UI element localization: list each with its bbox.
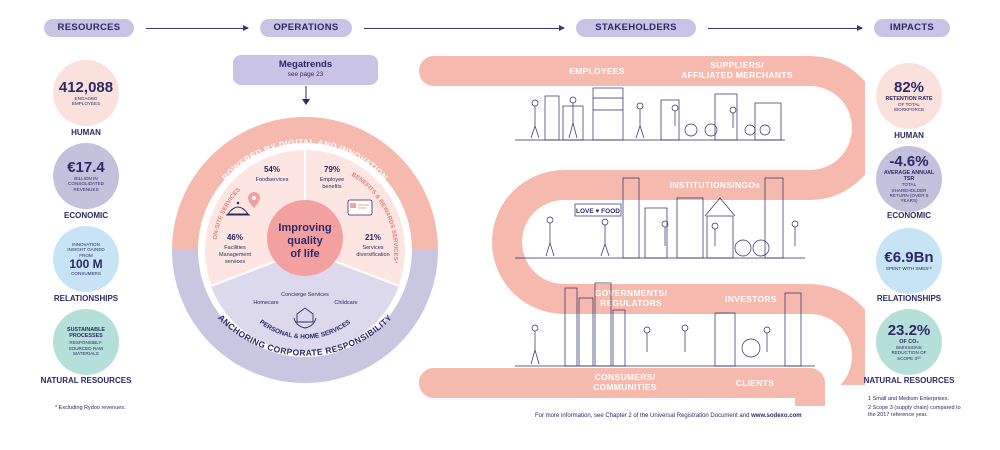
operations-wheel: Improving quality of life POWERED BY DIG… <box>172 117 438 383</box>
impact-human-circle: 82% RETENTION RATE OF TOTAL WORKFORCE <box>876 63 942 129</box>
benefits-pct: 79% <box>324 165 340 174</box>
impact-human-value: 82% <box>893 78 925 96</box>
more-info-note: For more information, see Chapter 2 of t… <box>535 413 865 420</box>
facilities-label-1: Facilities <box>224 245 246 251</box>
resource-economic-circle: €17.4 BILLION IN CONSOLIDATED REVENUES <box>53 143 119 209</box>
impact-natural-sub: OF CO₂ <box>899 338 919 345</box>
stakeholder-employees: EMPLOYEES <box>569 66 625 76</box>
resource-human-value: 412,088 <box>58 78 114 96</box>
concierge-label: Concierge Services <box>281 292 329 298</box>
arrow-operations-stakeholders <box>364 25 565 31</box>
resource-natural-sub: RESPONSIBLY-SOURCED RAW MATERIALS <box>68 340 104 357</box>
personal-home-segment <box>211 250 399 352</box>
diversification-label-2: diversification <box>356 252 389 258</box>
impact-economic-label: ECONOMIC <box>887 211 931 220</box>
impact-natural-label: NATURAL RESOURCES <box>863 376 955 385</box>
stakeholder-governments-1: GOVERNMENTS/ <box>595 288 668 298</box>
city-illustration-1 <box>515 87 785 141</box>
center-line-3: of life <box>290 248 319 260</box>
center-line-1: Improving <box>278 222 331 234</box>
megatrends-box: Megatrends see page 23 <box>233 55 378 85</box>
benefits-label-2: benefits <box>322 184 342 190</box>
facilities-pct: 46% <box>227 233 243 242</box>
impact-economic-circle: -4.6% AVERAGE ANNUAL TSR TOTAL SHAREHOLD… <box>876 146 942 212</box>
resource-human-sub: ENGAGED EMPLOYEES <box>71 95 101 106</box>
megatrends-sub: see page 23 <box>287 71 324 78</box>
ring-top-segment <box>172 117 438 250</box>
stakeholder-consumers-2: COMMUNITIES <box>593 382 657 392</box>
stakeholder-suppliers-2: AFFILIATED MERCHANTS <box>681 70 793 80</box>
impact-human-label: HUMAN <box>894 131 924 140</box>
love-food-sign: LOVE ♥ FOOD <box>574 203 622 217</box>
stakeholder-consumers-1: CONSUMERS/ <box>595 372 656 382</box>
diversification-pct: 21% <box>365 233 381 242</box>
homecare-label: Homecare <box>253 300 278 306</box>
impact-relationships-circle: €6.9Bn SPENT WITH SMEs⁽¹⁾ <box>876 228 942 294</box>
more-info-prefix: For more information, see Chapter 2 of t… <box>535 413 752 419</box>
location-pin-icon <box>248 192 260 208</box>
facilities-label-3: services <box>225 259 245 265</box>
center-circle <box>267 200 343 276</box>
center-line-2: quality <box>287 235 323 247</box>
stakeholder-suppliers-1: SUPPLIERS/ <box>710 60 764 70</box>
facilities-label-2: Management <box>219 252 252 258</box>
resource-relationships-sub: CONSUMERS <box>71 270 101 276</box>
foodservices-label: Foodservices <box>256 177 289 183</box>
hands-home-icon <box>293 307 317 329</box>
resource-human-circle: 412,088 ENGAGED EMPLOYEES <box>53 60 119 126</box>
megatrends-title: Megatrends <box>278 59 333 70</box>
resource-relationships-pre: INNOVATION INSIGHT GAINED FROM <box>67 241 105 258</box>
cloche-icon <box>226 201 250 216</box>
resource-relationships-value: 100 M <box>69 256 103 271</box>
stakeholder-institutions: INSTITUTIONS/NGOs <box>670 180 761 190</box>
resource-natural-circle: SUSTAINABLE PROCESSES RESPONSIBLY-SOURCE… <box>53 309 119 375</box>
resource-relationships-label: RELATIONSHIPS <box>53 294 119 303</box>
city-illustration-2 <box>515 177 805 259</box>
ring-bottom-segment <box>172 250 438 383</box>
love-food-text: LOVE ♥ FOOD <box>576 208 620 215</box>
header-operations: OPERATIONS <box>260 19 352 37</box>
stakeholder-investors: INVESTORS <box>725 294 777 304</box>
resource-economic-value: €17.4 <box>67 158 105 176</box>
stakeholders-path: EMPLOYEES SUPPLIERS/ AFFILIATED MERCHANT… <box>415 56 865 406</box>
impacts-footnote-1: 1 Small and Medium Enterprises. <box>868 396 950 402</box>
resource-economic-sub: BILLION IN CONSOLIDATED REVENUES <box>68 175 104 192</box>
resource-relationships-circle: INNOVATION INSIGHT GAINED FROM 100 M CON… <box>53 226 119 292</box>
arrow-resources-operations <box>146 25 249 31</box>
card-icon <box>347 199 373 216</box>
childcare-label: Childcare <box>334 300 357 306</box>
resource-natural-label: NATURAL RESOURCES <box>40 376 132 385</box>
arrow-stakeholders-impacts <box>708 25 863 31</box>
resources-footnote: * Excluding Rydoo revenues. <box>55 405 126 411</box>
impacts-footnote-2: 2 Scope 3 (supply chain) compared to the… <box>868 405 961 418</box>
megatrends-arrow <box>302 86 310 105</box>
header-impacts: IMPACTS <box>874 19 950 37</box>
city-illustration-3 <box>515 282 815 367</box>
impact-human-sub2: OF TOTAL WORKFORCE <box>893 101 925 112</box>
header-stakeholders: STAKEHOLDERS <box>576 19 696 37</box>
header-resources: RESOURCES <box>44 19 134 37</box>
impact-natural-value: 23.2% <box>887 321 931 339</box>
impact-relationships-value: €6.9Bn <box>884 249 934 267</box>
resource-economic-label: ECONOMIC <box>64 211 108 220</box>
resource-natural-value: SUSTAINABLE PROCESSES <box>67 327 105 340</box>
benefits-label-1: Employee <box>320 177 344 183</box>
stakeholder-clients: CLIENTS <box>736 378 774 388</box>
more-info-link[interactable]: www.sodexo.com <box>751 413 802 419</box>
impact-natural-circle: 23.2% OF CO₂ EMISSIONS REDUCTION OF SCOP… <box>876 309 942 375</box>
impact-human-sub: RETENTION RATE <box>885 95 933 102</box>
impact-economic-sub: AVERAGE ANNUAL TSR <box>883 170 935 183</box>
diversification-label-1: Services <box>362 245 383 251</box>
impact-economic-value: -4.6% <box>889 153 929 171</box>
impact-relationships-sub: SPENT WITH SMEs⁽¹⁾ <box>885 266 933 272</box>
impact-economic-sub2: TOTAL SHAREHOLDER RETURN (OVER 5 YEARS) <box>889 182 929 204</box>
impact-natural-sub2: EMISSIONS REDUCTION OF SCOPE 3⁽²⁾ <box>891 344 927 361</box>
foodservices-pct: 54% <box>264 165 280 174</box>
resource-human-label: HUMAN <box>71 128 101 137</box>
stakeholder-governments-2: REGULATORS <box>600 298 662 308</box>
impact-relationships-label: RELATIONSHIPS <box>876 294 942 303</box>
